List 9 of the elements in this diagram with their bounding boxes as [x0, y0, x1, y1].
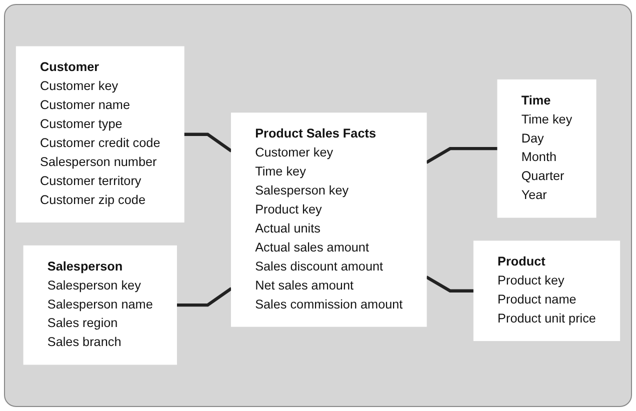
connector	[184, 132, 232, 152]
node-box: Salesperson Salesperson key Salesperson name Sales region Sales branch	[23, 245, 177, 365]
connector	[426, 276, 474, 292]
node-box: Product Sales Facts Customer key Time key Salesperson key Product key Actual units Actual sales amount Sales discount amount Net sales amount Sales commission amount	[230, 112, 427, 327]
node-box: Customer Customer key Customer name Customer type Customer credit code Salesperson number Customer territory Customer zip code	[16, 46, 184, 222]
connector	[426, 147, 498, 164]
connector	[176, 287, 232, 307]
node-box: Product Product key Product name Product unit price	[473, 240, 620, 342]
node-box: Time Time key Day Month Quarter Year	[497, 79, 596, 218]
